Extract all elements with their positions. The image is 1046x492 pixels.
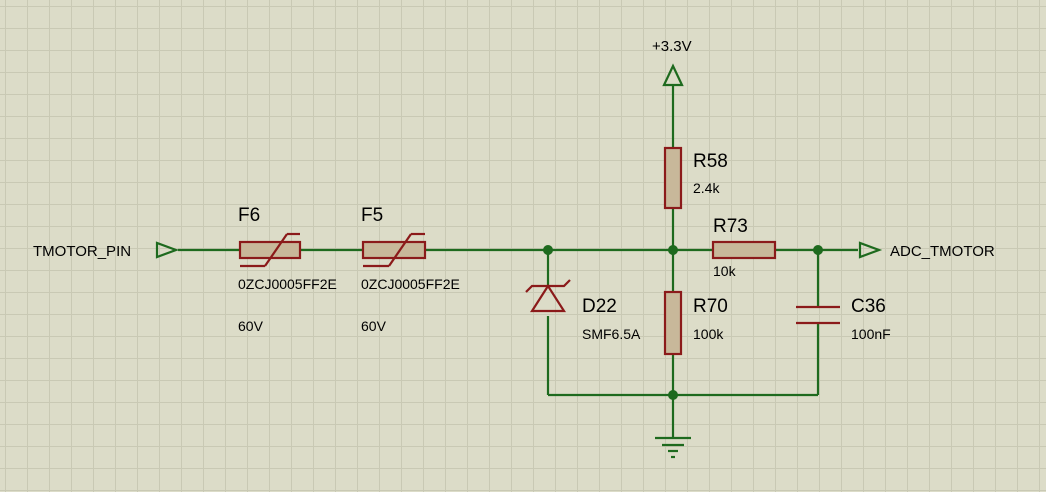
component-value: 100nF: [851, 326, 891, 342]
terminal-adc-tmotor[interactable]: ADC_TMOTOR: [858, 241, 995, 260]
resistor-r70[interactable]: R70 100k: [663, 290, 728, 356]
resistor-r73[interactable]: R73 10k: [711, 216, 777, 279]
terminal-tmotor-pin[interactable]: TMOTOR_PIN: [33, 241, 180, 260]
component-value: 10k: [713, 263, 737, 279]
ground-icon[interactable]: [655, 436, 691, 459]
component-value: 100k: [693, 326, 724, 342]
component-part: SMF6.5A: [582, 326, 641, 342]
junction-dot: [668, 245, 678, 255]
component-ref: C36: [851, 296, 886, 317]
junction-dot: [813, 245, 823, 255]
capacitor-c36[interactable]: C36 100nF: [796, 296, 891, 342]
junction-dot: [543, 245, 553, 255]
component-ref: R70: [693, 296, 728, 317]
component-part: 0ZCJ0005FF2E: [238, 276, 337, 292]
component-ref: D22: [582, 296, 617, 317]
component-value: 2.4k: [693, 180, 720, 196]
terminal-label: TMOTOR_PIN: [33, 243, 131, 260]
diode-d22[interactable]: D22 SMF6.5A: [525, 279, 641, 342]
component-ref: F5: [361, 205, 383, 226]
component-ref: R73: [713, 216, 748, 237]
terminal-label: ADC_TMOTOR: [890, 243, 995, 260]
resistor-r58[interactable]: R58 2.4k: [663, 146, 728, 210]
fuse-f6[interactable]: F6 0ZCJ0005FF2E 60V: [238, 205, 337, 334]
component-rating: 60V: [238, 318, 264, 334]
power-label: +3.3V: [652, 38, 692, 55]
wires: [178, 85, 858, 437]
component-ref: F6: [238, 205, 260, 226]
power-supply-3v3[interactable]: +3.3V: [652, 38, 692, 87]
component-rating: 60V: [361, 318, 387, 334]
fuse-f5[interactable]: F5 0ZCJ0005FF2E 60V: [361, 205, 460, 334]
junction-dot: [668, 390, 678, 400]
component-part: 0ZCJ0005FF2E: [361, 276, 460, 292]
component-ref: R58: [693, 151, 728, 172]
